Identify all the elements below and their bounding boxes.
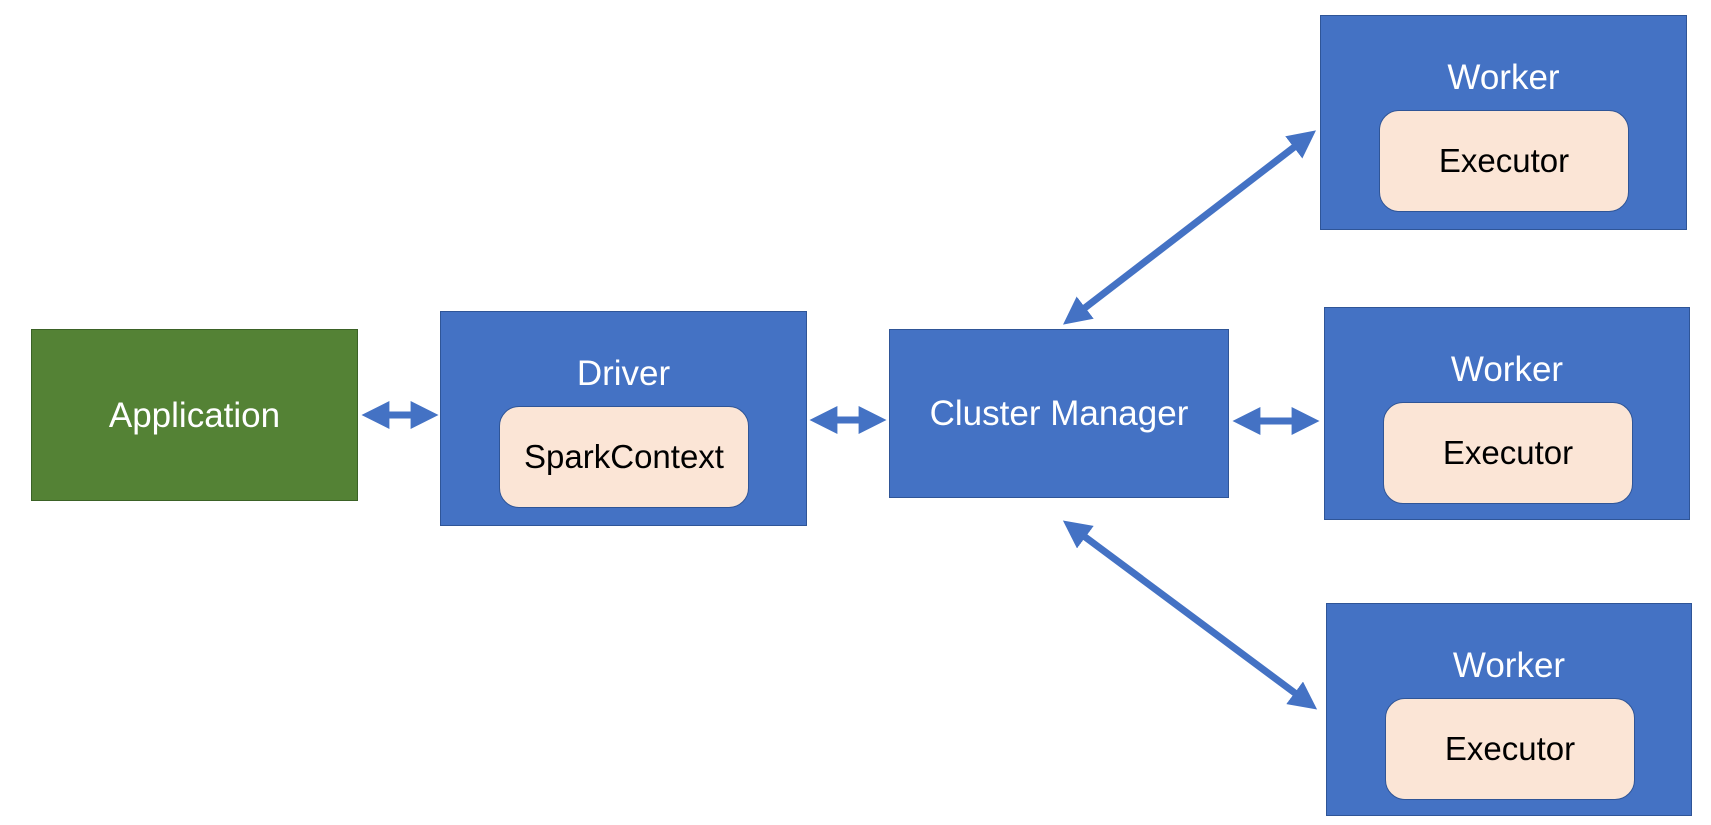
driver-node: Driver SparkContext bbox=[440, 311, 807, 526]
executor-box-3: Executor bbox=[1385, 698, 1635, 800]
application-node: Application bbox=[31, 329, 358, 501]
application-label: Application bbox=[108, 396, 281, 435]
cluster-manager-label: Cluster Manager bbox=[929, 394, 1189, 433]
arrow-cluster-manager-worker-1 bbox=[1063, 130, 1316, 325]
sparkcontext-box: SparkContext bbox=[499, 406, 749, 508]
cluster-manager-node: Cluster Manager bbox=[889, 329, 1229, 498]
worker-label-2: Worker bbox=[1450, 350, 1564, 389]
worker-node-2: Worker Executor bbox=[1324, 307, 1690, 520]
arrow-cluster-manager-worker-3 bbox=[1062, 520, 1318, 710]
worker-node-3: Worker Executor bbox=[1326, 603, 1692, 816]
worker-node-1: Worker Executor bbox=[1320, 15, 1687, 230]
driver-label: Driver bbox=[576, 354, 671, 393]
worker-label-3: Worker bbox=[1452, 646, 1566, 685]
executor-box-2: Executor bbox=[1383, 402, 1633, 504]
executor-box-1: Executor bbox=[1379, 110, 1629, 212]
worker-label-1: Worker bbox=[1447, 58, 1560, 97]
